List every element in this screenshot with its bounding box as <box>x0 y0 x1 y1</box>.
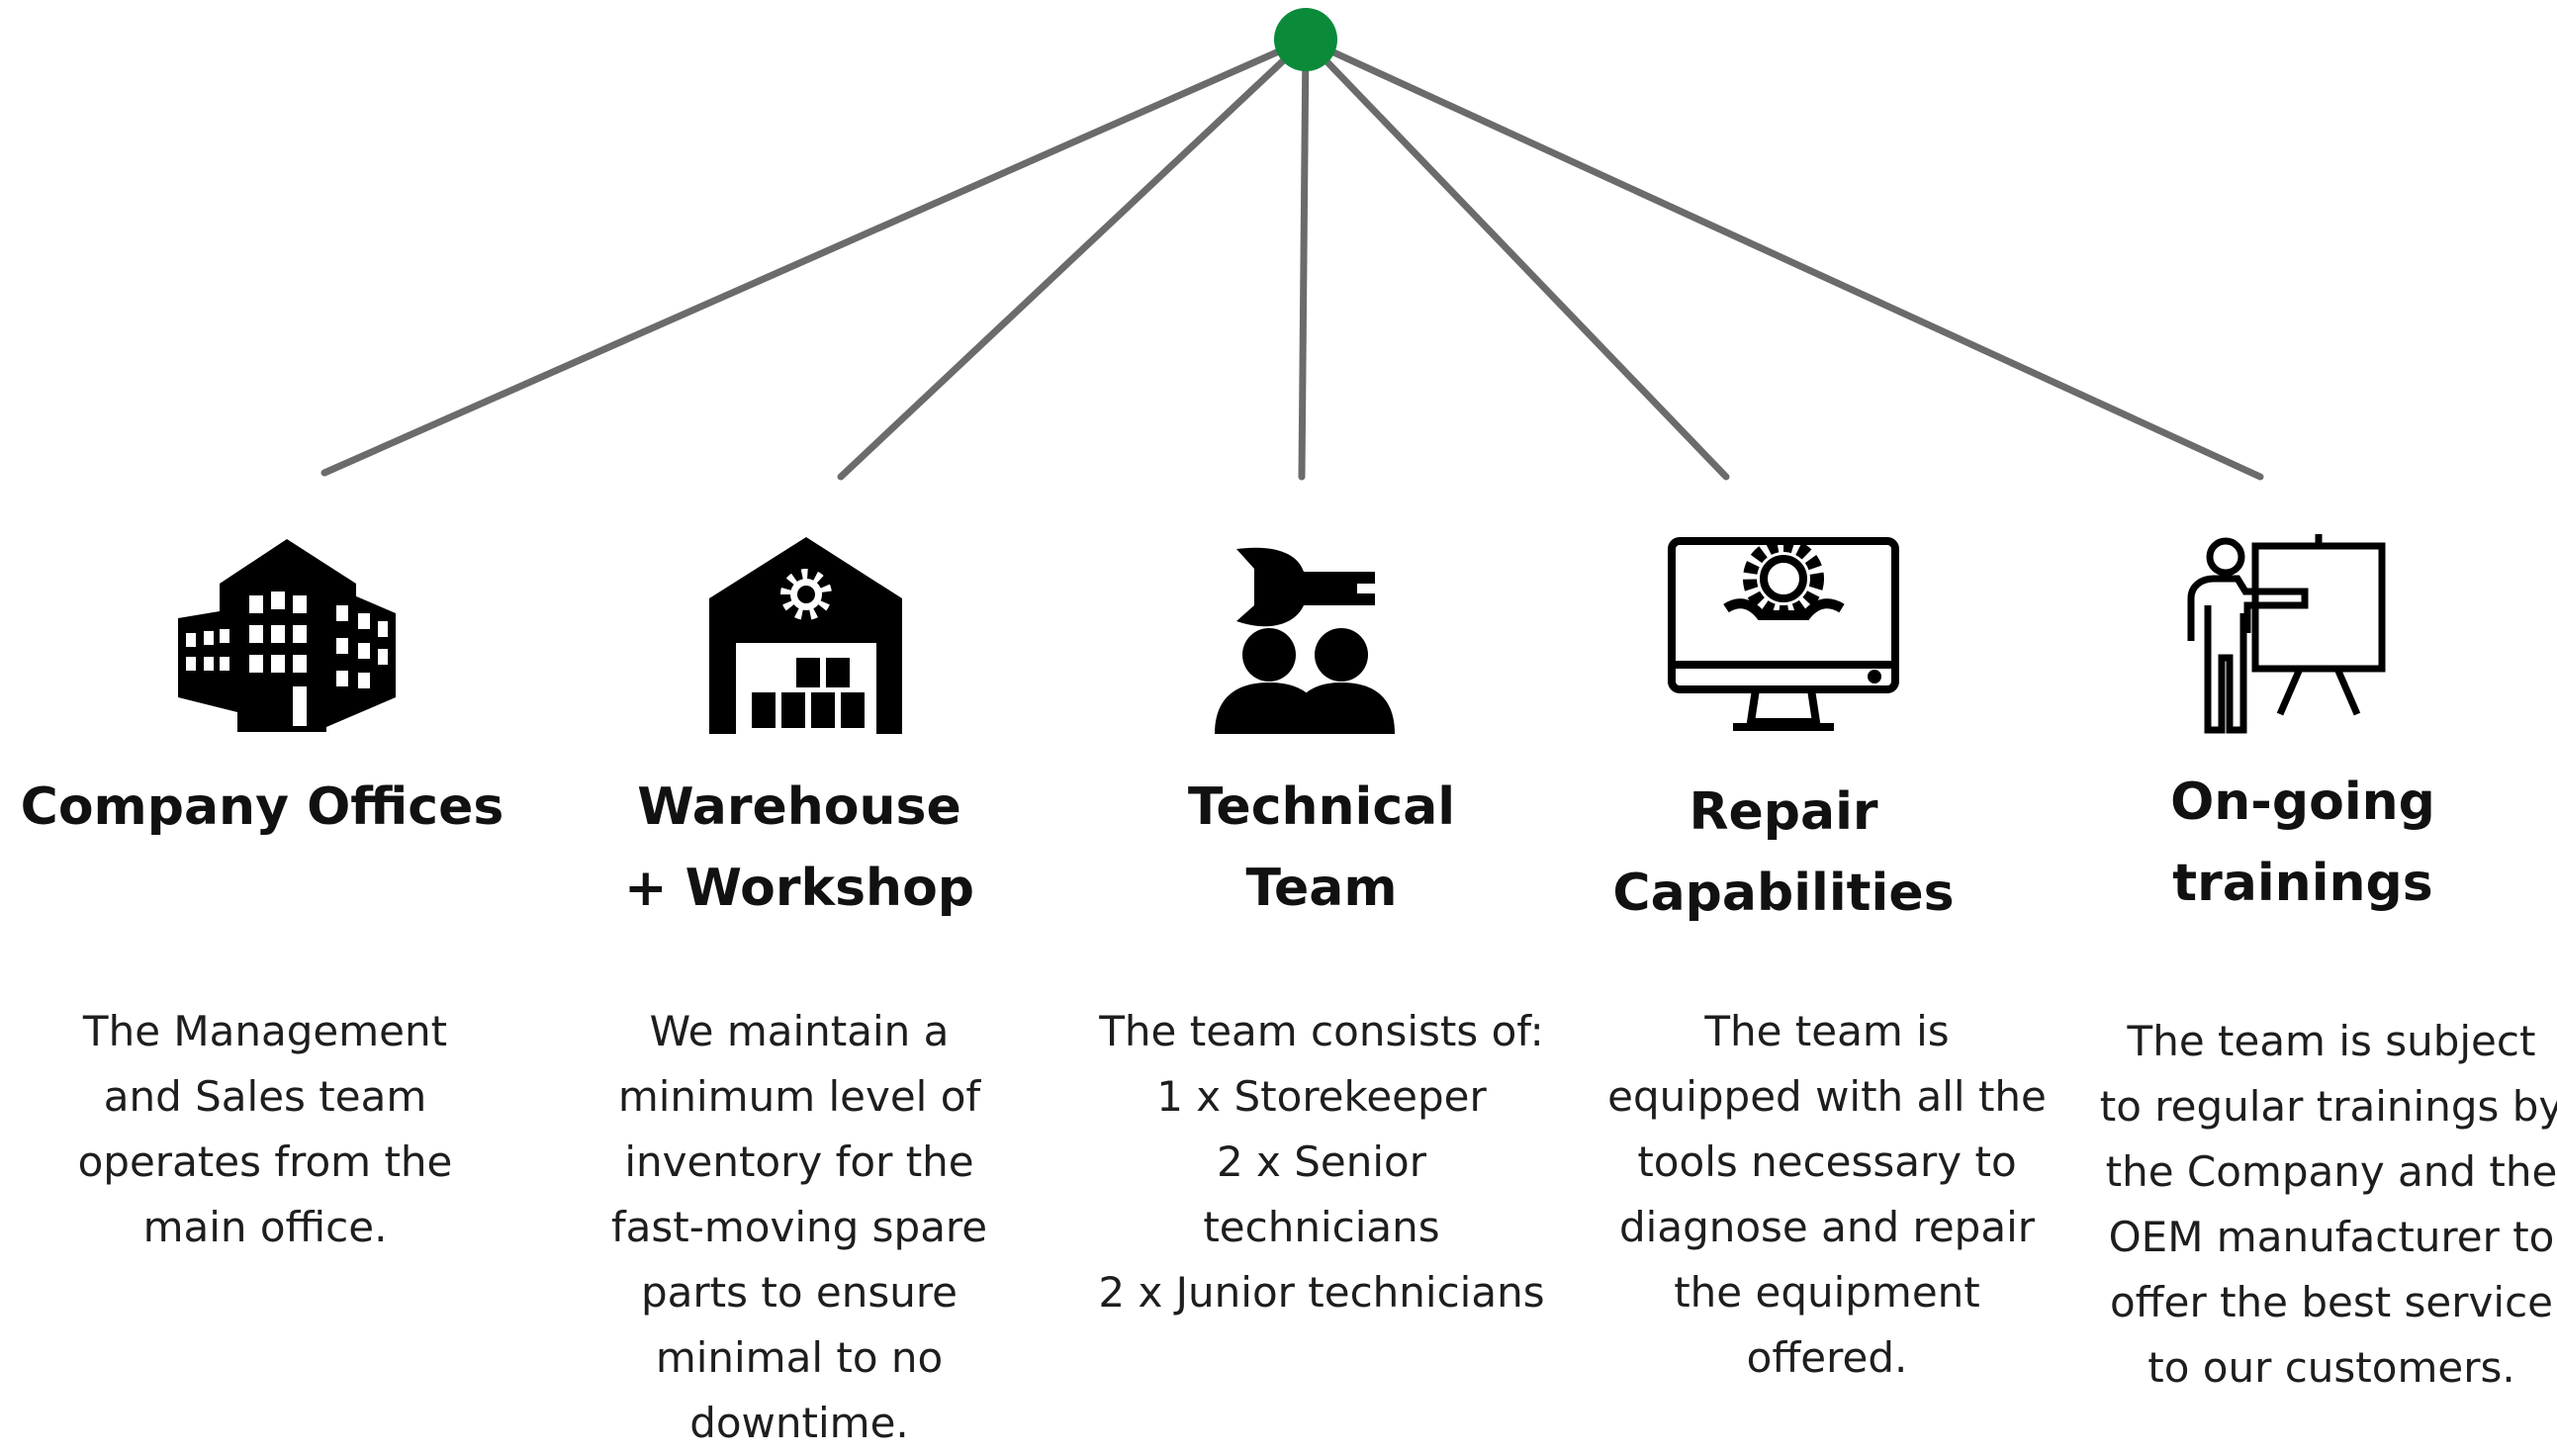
title-line: Company Offices <box>20 777 504 837</box>
title-line: Team <box>1245 859 1398 918</box>
node-description-repair-capabilities: The team is equipped with all the tools … <box>1607 1007 2047 1382</box>
office-building-icon <box>178 539 396 732</box>
title-line: + Workshop <box>623 859 975 918</box>
connector-company-offices <box>320 36 1310 477</box>
technicians-wrench-icon <box>1215 547 1395 734</box>
node-title-warehouse-workshop: Warehouse + Workshop <box>542 767 1056 929</box>
node-description-ongoing-trainings: The team is subject to regular trainings… <box>2099 1017 2557 1392</box>
node-description-company-offices: The Management and Sales team operates f… <box>77 1007 453 1251</box>
node-title-repair-capabilities: Repair Capabilities <box>1526 772 2041 934</box>
node-description-technical-team: The team consists of: 1 x Storekeeper 2 … <box>1098 1007 1545 1317</box>
monitor-repair-icon <box>1668 537 1899 731</box>
title-line: Capabilities <box>1612 864 1955 923</box>
connector-ongoing-trainings <box>1302 36 2264 481</box>
hub-node <box>1274 8 1337 71</box>
title-line: Repair <box>1689 782 1878 842</box>
title-line: On-going <box>2170 773 2435 832</box>
connector-technical-team <box>1298 36 1310 481</box>
title-line: trainings <box>2172 854 2433 913</box>
node-title-technical-team: Technical Team <box>1064 767 1579 929</box>
trainer-presentation-icon <box>2187 534 2386 734</box>
node-title-ongoing-trainings: On-going trainings <box>2046 762 2557 924</box>
node-description-warehouse-workshop: We maintain a minimum level of inventory… <box>610 1007 988 1447</box>
title-line: Warehouse <box>637 777 961 837</box>
node-title-company-offices: Company Offices <box>5 767 519 848</box>
title-line: Technical <box>1187 777 1456 837</box>
connector-repair-capabilities <box>1302 36 1730 481</box>
connector-warehouse-workshop <box>837 36 1310 481</box>
warehouse-gear-icon <box>709 537 902 734</box>
